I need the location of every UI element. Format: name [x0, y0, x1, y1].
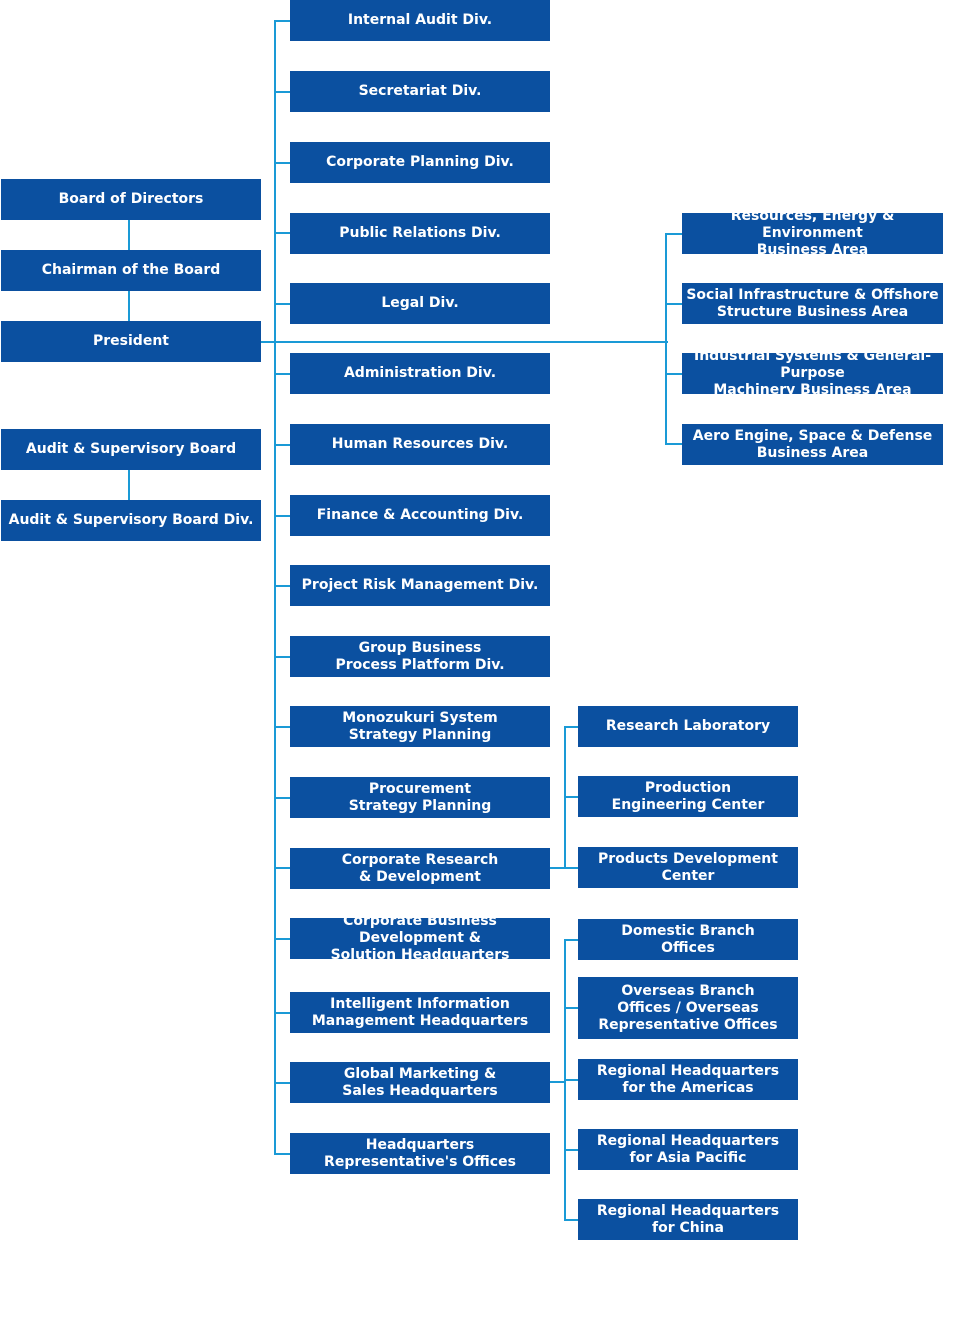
division-box: Group Business Process Platform Div. [290, 636, 550, 677]
division-box: Intelligent Information Management Headq… [290, 992, 550, 1033]
division-stub [274, 585, 290, 587]
business-area-stub [665, 443, 682, 445]
board-of-directors-box: Board of Directors [1, 179, 261, 220]
division-box: Corporate Planning Div. [290, 142, 550, 183]
rnd-stub [564, 726, 578, 728]
sales-unit-box: Regional Headquarters for the Americas [578, 1059, 798, 1100]
division-box: Secretariat Div. [290, 71, 550, 112]
division-stub [274, 656, 290, 658]
division-box: Headquarters Representative's Offices [290, 1133, 550, 1174]
business-area-stub [665, 233, 682, 235]
rnd-unit-box: Production Engineering Center [578, 776, 798, 817]
division-box: Project Risk Management Div. [290, 565, 550, 606]
sales-stub [564, 1149, 578, 1151]
sales-stub [564, 1219, 578, 1221]
division-box: Procurement Strategy Planning [290, 777, 550, 818]
division-stub [274, 1153, 290, 1155]
connector-audit-board [128, 470, 130, 500]
business-area-stub [665, 373, 682, 375]
connector-board-chairman [128, 220, 130, 250]
business-area-box: Resources, Energy & Environment Business… [682, 208, 943, 258]
sales-stub [564, 939, 578, 941]
audit-supervisory-board-div-box: Audit & Supervisory Board Div. [1, 500, 261, 541]
division-stub [274, 373, 290, 375]
sales-unit-box: Regional Headquarters for China [578, 1199, 798, 1240]
division-box: Public Relations Div. [290, 213, 550, 254]
division-box: Internal Audit Div. [290, 0, 550, 41]
president-box: President [1, 321, 261, 362]
connector-chairman-president [128, 291, 130, 321]
business-area-box: Industrial Systems & General-Purpose Mac… [682, 348, 943, 398]
division-stub [274, 726, 290, 728]
connector-president-trunk [261, 341, 668, 343]
connector-sales-bridge [550, 1081, 566, 1083]
sales-unit-box: Domestic Branch Offices [578, 919, 798, 960]
division-stub [274, 1012, 290, 1014]
connector-rnd-bridge [550, 867, 566, 869]
chairman-box: Chairman of the Board [1, 250, 261, 291]
division-box: Global Marketing & Sales Headquarters [290, 1062, 550, 1103]
division-box: Administration Div. [290, 353, 550, 394]
division-stub [274, 515, 290, 517]
sales-unit-box: Regional Headquarters for Asia Pacific [578, 1129, 798, 1170]
division-stub [274, 232, 290, 234]
division-stub [274, 867, 290, 869]
division-box: Corporate Business Development & Solutio… [290, 913, 550, 963]
division-box: Monozukuri System Strategy Planning [290, 706, 550, 747]
business-area-trunk [665, 233, 667, 444]
division-stub [274, 303, 290, 305]
rnd-unit-box: Research Laboratory [578, 706, 798, 747]
division-stub [274, 91, 290, 93]
sales-unit-box: Overseas Branch Offices / Overseas Repre… [578, 977, 798, 1039]
division-stub [274, 938, 290, 940]
division-stub [274, 444, 290, 446]
sales-stub [564, 1079, 578, 1081]
audit-supervisory-board-box: Audit & Supervisory Board [1, 429, 261, 470]
division-stub [274, 20, 290, 22]
division-stub [274, 1082, 290, 1084]
rnd-stub [564, 796, 578, 798]
rnd-unit-box: Products Development Center [578, 847, 798, 888]
division-box: Human Resources Div. [290, 424, 550, 465]
business-area-box: Social Infrastructure & Offshore Structu… [682, 283, 943, 324]
sales-stub [564, 1007, 578, 1009]
division-trunk [274, 21, 276, 1155]
division-box: Corporate Research & Development [290, 848, 550, 889]
division-stub [274, 797, 290, 799]
division-stub [274, 162, 290, 164]
business-area-box: Aero Engine, Space & Defense Business Ar… [682, 424, 943, 465]
rnd-stub [564, 867, 578, 869]
business-area-stub [665, 303, 682, 305]
division-box: Finance & Accounting Div. [290, 495, 550, 536]
division-box: Legal Div. [290, 283, 550, 324]
